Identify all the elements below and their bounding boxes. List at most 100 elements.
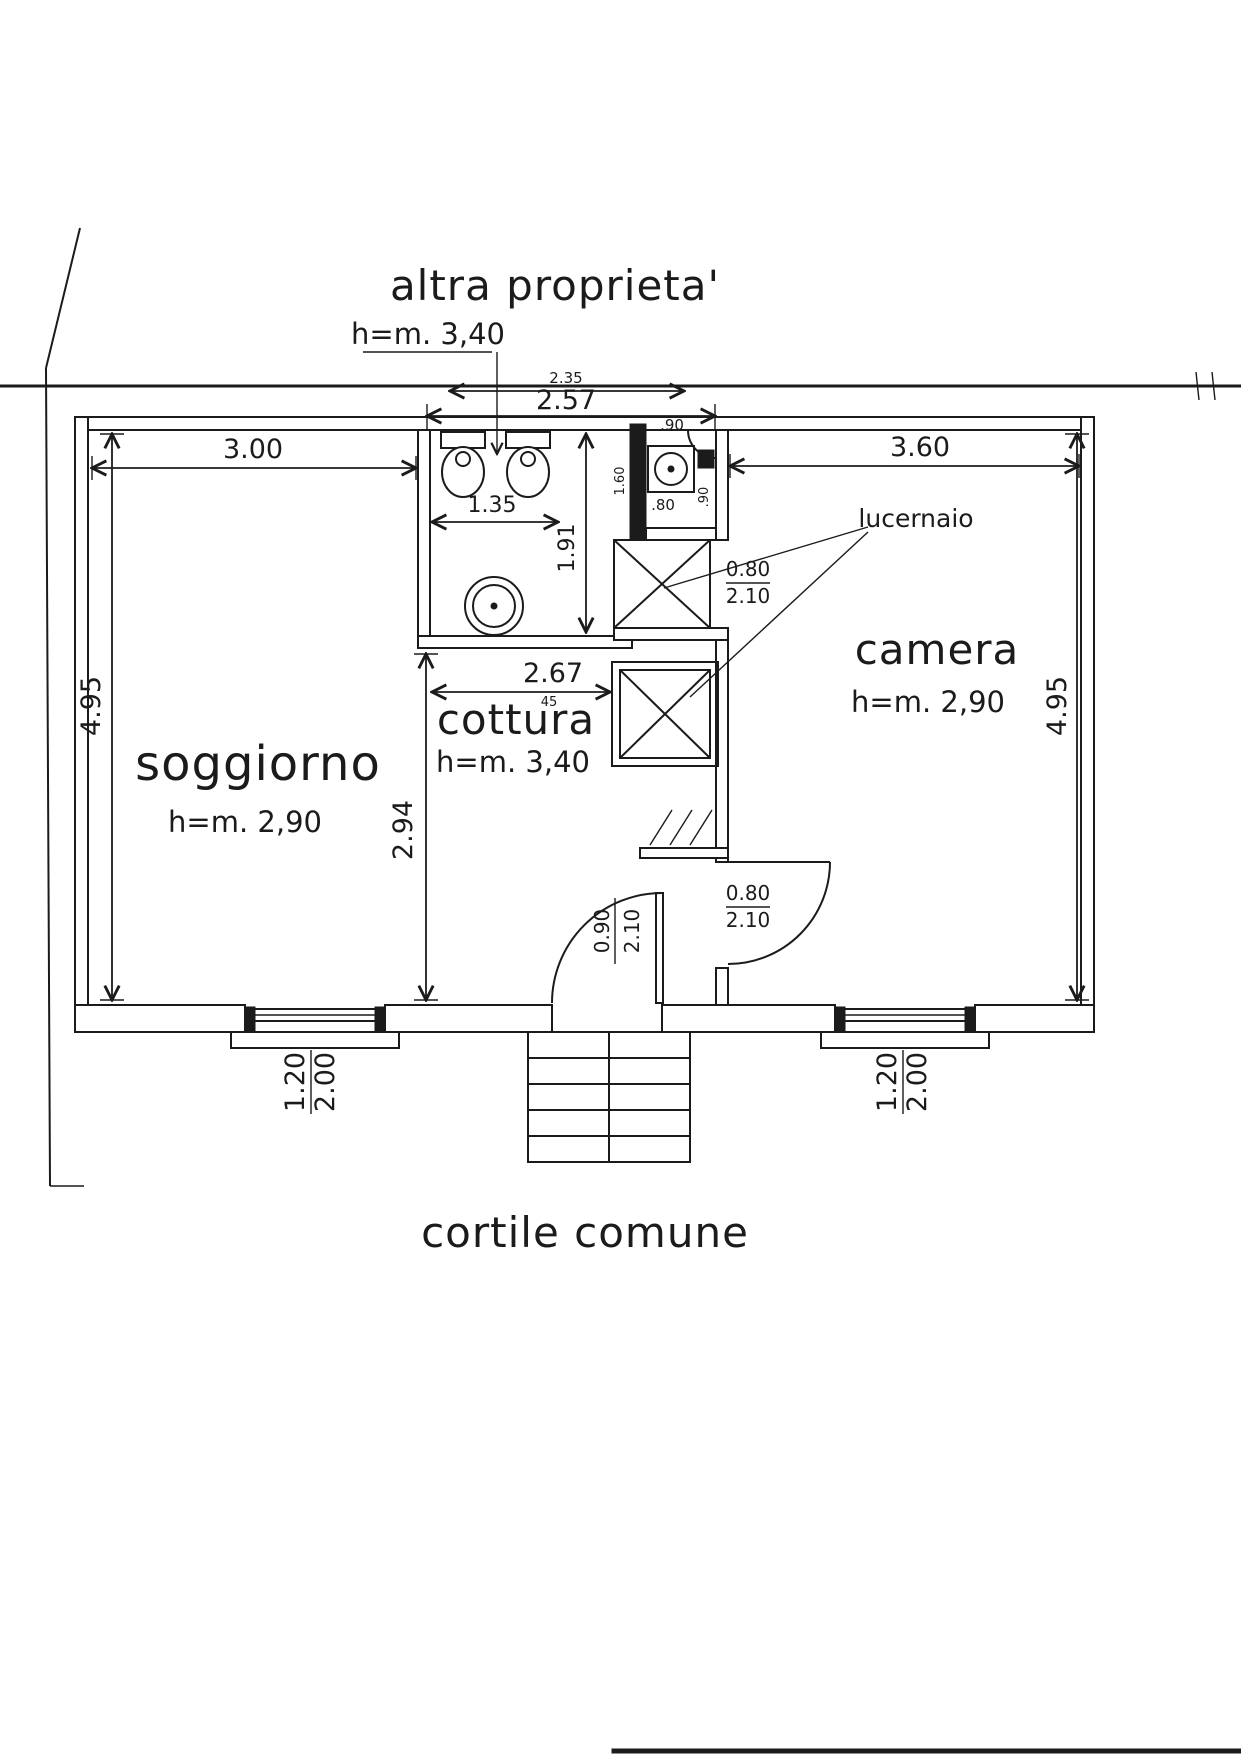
dim-bath-depth-label: 1.91 (555, 524, 580, 573)
room-height-cottura: h=m. 3,40 (436, 745, 590, 779)
hatch-line-1 (649, 809, 673, 846)
dim-top-upper-label: 2.35 (549, 369, 582, 387)
hatch-line-3 (689, 809, 713, 846)
bath-door-width-label: 0.80 (726, 557, 771, 581)
bathroom-fixtures (440, 431, 551, 636)
entry-door-leaf (655, 892, 664, 1004)
dim-cottura-depth: 2.94 (388, 654, 438, 1000)
window-right (820, 1006, 990, 1049)
dim-top-lower-label: 2.57 (536, 385, 596, 416)
window-right-width-label: 1.20 (872, 1052, 903, 1112)
skylight-shaft-1 (613, 539, 711, 629)
dimension-lines: 3.00 3.60 2.57 2.35 1.35 1.91 (76, 369, 1089, 1000)
skylight-2-cross-b (619, 669, 711, 759)
window-right-jamb-2 (964, 1006, 976, 1033)
camera-door (727, 861, 831, 965)
wall-bath-west (417, 429, 431, 649)
label-bath-height-note: h=m. 3,40 (351, 317, 505, 351)
entry-door-swing-arc (551, 892, 663, 1004)
window-right-jamb-1 (834, 1006, 846, 1033)
wall-camera-west-upper (715, 429, 729, 541)
boundary-tick-right-1 (1195, 371, 1200, 401)
window-left-width-label: 1.20 (280, 1052, 311, 1112)
opening-labels: 0.80 2.10 0.80 2.10 0.90 2.10 1.20 2.00 … (280, 557, 933, 1114)
dim-soggiorno-width: 3.00 (92, 434, 416, 480)
wall-bath-east-solid (629, 423, 647, 541)
dim-shower-right-label: .90 (697, 487, 712, 508)
dim-cottura-width-label: 2.67 (523, 658, 583, 689)
dim-cottura-depth-label: 2.94 (388, 800, 419, 860)
label-altra-proprieta: altra proprieta' (390, 261, 720, 310)
dim-camera-width-label: 3.60 (890, 432, 950, 463)
hatched-opening (649, 809, 713, 846)
wall-bottom-2 (384, 1004, 553, 1033)
shower-door-arc (687, 429, 717, 459)
wall-right (1080, 416, 1095, 1033)
scan-edge-mark (611, 1748, 1241, 1754)
window-right-height-label: 2.00 (902, 1052, 933, 1112)
dim-right-height-label: 4.95 (1042, 676, 1073, 736)
dim-camera-width: 3.60 (730, 432, 1079, 478)
window-right-sill (820, 1031, 990, 1049)
wall-bottom-3 (661, 1004, 836, 1033)
window-left-sill (230, 1031, 400, 1049)
dim-shower-inner-label: .80 (651, 496, 675, 514)
toilet-icon (440, 431, 486, 498)
camera-door-size: 0.80 2.10 (726, 881, 771, 932)
leader-lines (363, 351, 869, 698)
boundary-line-vertical (45, 367, 51, 1187)
stairs (527, 1031, 691, 1163)
window-left-height-label: 2.00 (310, 1052, 341, 1112)
wall-hall-north (613, 627, 729, 641)
dim-shower-top-label: .90 (660, 416, 684, 434)
dim-shower-left-label: 1.60 (613, 467, 628, 496)
bath-door-height-label: 2.10 (726, 584, 771, 608)
camera-door-height-label: 2.10 (726, 908, 771, 932)
dim-left-height-label: 4.95 (76, 676, 107, 736)
skylight-2-frame (619, 669, 711, 759)
window-left (230, 1006, 400, 1049)
window-left-jamb-1 (244, 1006, 256, 1033)
lucernaio-leader-1 (663, 526, 869, 589)
room-label-camera: camera (855, 625, 1020, 674)
wall-top (74, 416, 1095, 431)
room-height-soggiorno: h=m. 2,90 (168, 805, 322, 839)
window-right-size: 1.20 2.00 (872, 1050, 933, 1114)
dim-bath-width-label: 1.35 (468, 493, 517, 518)
boundary-tick-right-2 (1211, 371, 1216, 401)
wall-camera-west-lower (715, 967, 729, 1006)
shower-room (647, 429, 717, 493)
wall-hall-stub (639, 847, 729, 859)
boundary-line-diagonal (45, 227, 81, 369)
dim-bath-depth: 1.91 (555, 434, 586, 632)
skylight-1-cross-b (613, 539, 711, 629)
room-label-soggiorno: soggiorno (135, 736, 381, 792)
window-left-jamb-2 (374, 1006, 386, 1033)
entry-door (551, 892, 664, 1004)
skylight-1-frame (613, 539, 711, 629)
label-cortile-comune: cortile comune (421, 1208, 749, 1257)
wall-bottom-1 (74, 1004, 246, 1033)
dim-shower-small: .90 1.60 .80 .90 (613, 416, 712, 514)
lucernaio-leader-2 (689, 531, 869, 698)
wall-bath-south (417, 635, 633, 649)
bidet-icon (505, 431, 551, 498)
dim-bath-width: 1.35 (432, 493, 558, 522)
entry-door-width-label: 0.90 (590, 909, 614, 954)
entry-door-height-label: 2.10 (620, 909, 644, 954)
room-height-camera: h=m. 2,90 (851, 685, 1005, 719)
hatch-line-2 (669, 809, 693, 846)
room-labels: soggiorno h=m. 2,90 cottura h=m. 3,40 ca… (135, 625, 1020, 839)
room-label-cottura: cottura (437, 695, 595, 744)
dim-right-height: 4.95 (1042, 434, 1089, 1000)
interior-walls (417, 423, 729, 1006)
dim-left-height: 4.95 (76, 434, 124, 1000)
dim-soggiorno-width-label: 3.00 (223, 434, 283, 465)
dim-cottura-width-sub-label: 45 (541, 695, 558, 710)
dim-cottura-width: 2.67 45 (432, 658, 610, 710)
skylight-shaft-2 (611, 661, 719, 767)
camera-door-width-label: 0.80 (726, 881, 771, 905)
wall-bottom-4 (974, 1004, 1095, 1033)
